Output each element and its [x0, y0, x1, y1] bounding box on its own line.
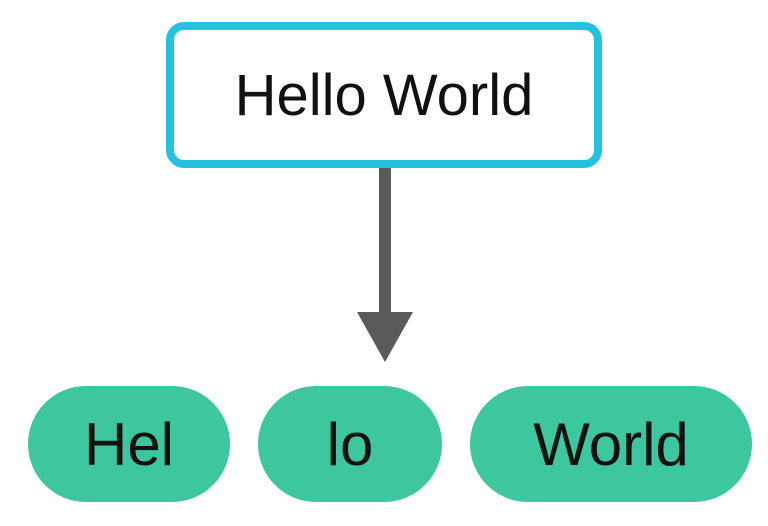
token-text-2: lo [326, 410, 374, 478]
token-text-3: World [533, 410, 689, 478]
source-text: Hello World [234, 62, 534, 128]
source-text-box: Hello World [166, 22, 602, 168]
token-pill-1: Hel [28, 386, 230, 502]
arrow-shaft [379, 168, 391, 318]
token-pill-2: lo [258, 386, 442, 502]
token-text-1: Hel [83, 410, 175, 478]
arrow-head [357, 312, 413, 362]
token-pill-3: World [470, 386, 752, 502]
